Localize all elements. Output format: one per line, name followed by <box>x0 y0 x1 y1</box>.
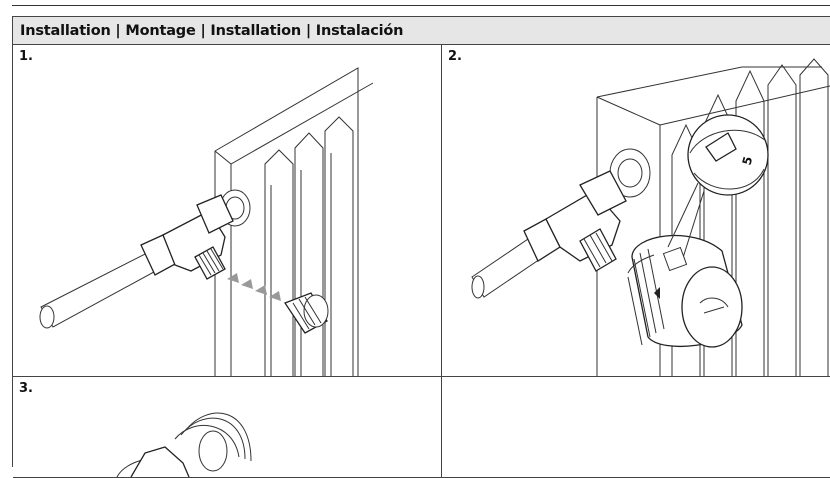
step-3-cell: 3. <box>13 377 442 478</box>
step-3-number: 3. <box>19 381 33 396</box>
step-1-illustration <box>39 67 374 376</box>
step-2-illustration: 5 <box>471 58 830 376</box>
step-2-number: 2. <box>448 49 462 64</box>
step-1-number: 1. <box>19 49 33 64</box>
step-4-cell <box>442 377 830 478</box>
step-2-cell: 2. <box>442 45 830 377</box>
installation-table: Installation | Montage | Installation | … <box>12 16 830 478</box>
table-header: Installation | Montage | Installation | … <box>13 17 830 45</box>
step-3-illustration <box>116 412 252 477</box>
step-1-cell: 1. <box>13 45 442 377</box>
top-rule <box>12 5 830 6</box>
dial-digit: 5 <box>740 155 756 167</box>
header-title: Installation | Montage | Installation | … <box>20 22 404 39</box>
